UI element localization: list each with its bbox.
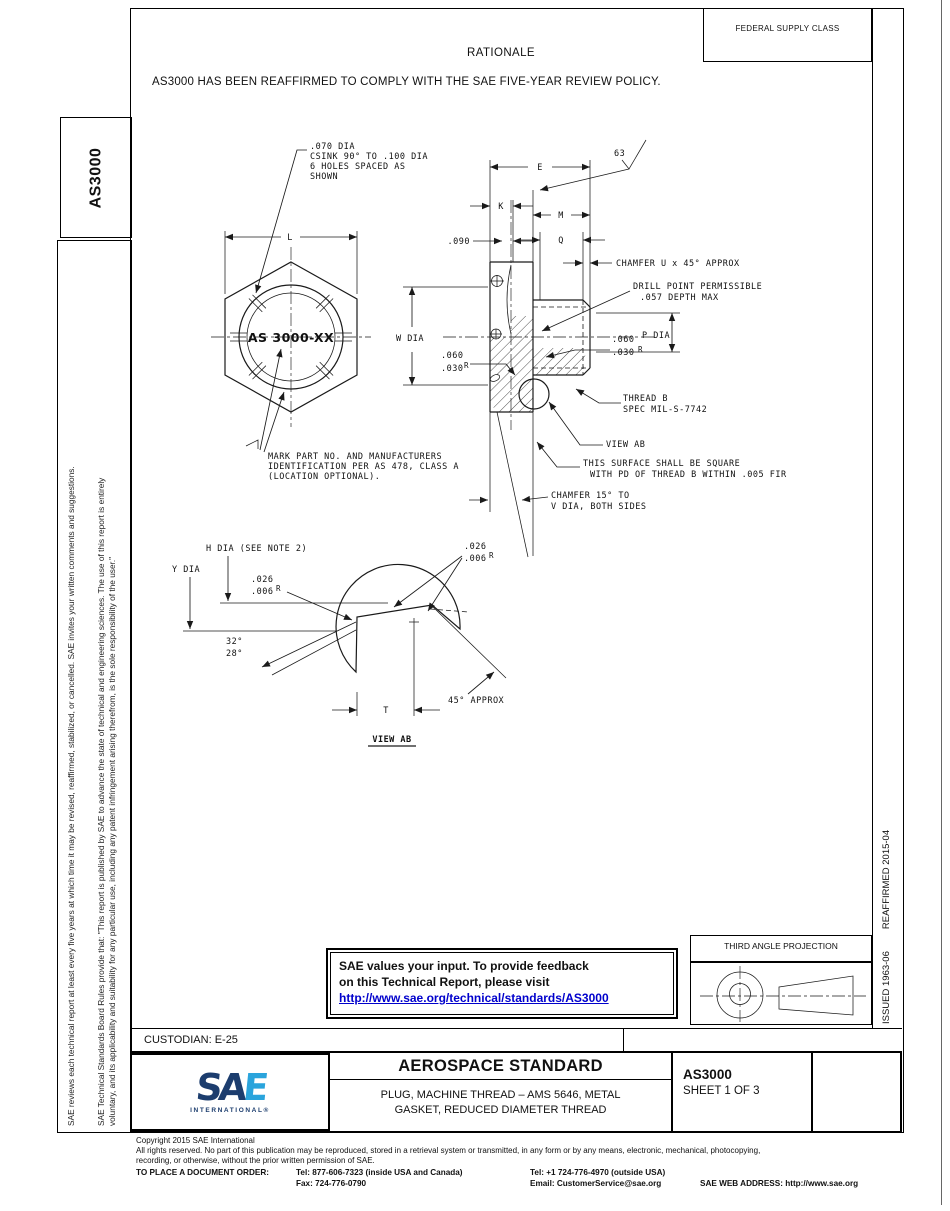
order-label: TO PLACE A DOCUMENT ORDER: (136, 1168, 269, 1177)
federal-supply-class-label: FEDERAL SUPPLY CLASS (735, 24, 840, 33)
federal-supply-class-box: FEDERAL SUPPLY CLASS (703, 8, 872, 62)
sidebar-notice-1-line2: voluntary, and its applicability and sui… (107, 556, 117, 1126)
standard-title-cell: AEROSPACE STANDARD PLUG, MACHINE THREAD … (330, 1053, 674, 1131)
fax-number: Fax: 724-776-0790 (296, 1179, 367, 1188)
revision-history: ISSUED 1963-06 REAFFIRMED 2015-04 (881, 694, 892, 1024)
copyright-line-3: recording, or otherwise, without the pri… (136, 1156, 375, 1165)
sheet-number: SHEET 1 OF 3 (683, 1085, 760, 1097)
custodian-label: CUSTODIAN: E-25 (144, 1034, 238, 1046)
third-angle-projection-label: THIRD ANGLE PROJECTION (724, 941, 838, 951)
reaffirmed-label: REAFFIRMED 2015-04 (881, 829, 892, 930)
feedback-line-1: SAE values your input. To provide feedba… (339, 959, 589, 973)
rationale-heading: RATIONALE (467, 47, 535, 59)
third-angle-divider (690, 961, 872, 963)
revision-strip (872, 8, 905, 1028)
tel-inside: Tel: 877-606-7323 (inside USA and Canada… (296, 1168, 463, 1177)
sidebar-notice-1-line1: SAE Technical Standards Board Rules prov… (96, 477, 106, 1126)
feedback-link[interactable]: http://www.sae.org/technical/standards/A… (339, 991, 609, 1005)
issued-label: ISSUED 1963-06 (881, 951, 892, 1024)
copyright-line-1: Copyright 2015 SAE International (136, 1136, 255, 1145)
title-block: SAE INTERNATIONAL® AEROSPACE STANDARD PL… (130, 1053, 902, 1133)
doc-number: AS3000 (683, 1067, 732, 1082)
copyright-line-2: All rights reserved. No part of this pub… (136, 1146, 761, 1155)
copyright-block: Copyright 2015 SAE International All rig… (136, 1136, 936, 1166)
custodian-row (130, 1028, 902, 1053)
tel-outside: Tel: +1 724-776-4970 (outside USA) (530, 1168, 666, 1177)
email-contact: Email: CustomerService@sae.org (530, 1179, 662, 1188)
doc-number-tab: AS3000 (60, 117, 132, 238)
rationale-body: AS3000 HAS BEEN REAFFIRMED TO COMPLY WIT… (152, 76, 661, 88)
sidebar-notice-2: SAE reviews each technical report at lea… (66, 466, 76, 1126)
doc-number-cell: AS3000 SHEET 1 OF 3 (673, 1053, 814, 1131)
sidebar-notice-box (57, 240, 132, 1133)
web-address: SAE WEB ADDRESS: http://www.sae.org (700, 1179, 859, 1188)
doc-number-tab-label: AS3000 (86, 147, 104, 208)
custodian-divider (623, 1028, 624, 1053)
feedback-box: SAE values your input. To provide feedba… (326, 948, 678, 1019)
sae-logo-subtext: INTERNATIONAL® (190, 1106, 270, 1114)
sidebar-notice-1: SAE Technical Standards Board Rules prov… (96, 248, 118, 1126)
empty-cell (813, 1053, 902, 1131)
feedback-line-2: on this Technical Report, please visit (339, 975, 550, 989)
sae-logo: SAE (193, 1065, 267, 1109)
title-rule (330, 1079, 674, 1080)
sae-logo-cell: SAE INTERNATIONAL® (130, 1053, 331, 1131)
standard-title: PLUG, MACHINE THREAD – AMS 5646, METAL G… (380, 1089, 621, 1116)
standard-type-heading: AEROSPACE STANDARD (398, 1057, 603, 1075)
third-angle-projection-box (690, 935, 872, 1025)
page-edge-line (941, 0, 942, 1205)
